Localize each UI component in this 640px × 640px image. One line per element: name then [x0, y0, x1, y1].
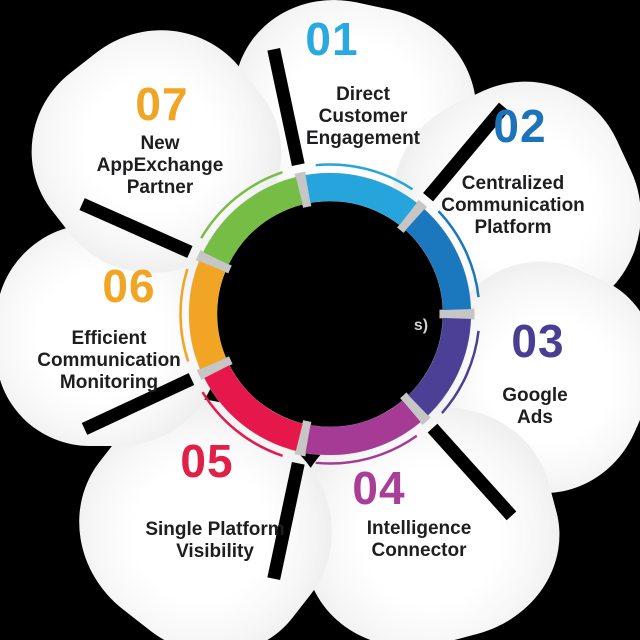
number-05: 05 — [180, 435, 234, 487]
number-01: 01 — [305, 13, 359, 65]
number-07: 07 — [135, 78, 189, 130]
ring-separator — [399, 392, 431, 426]
ring-outline-07 — [200, 171, 283, 239]
number-04: 04 — [352, 462, 406, 514]
number-02: 02 — [493, 100, 547, 152]
ring-outline-05 — [201, 391, 283, 457]
ring-outline-06 — [179, 268, 190, 362]
ring-segment-03 — [408, 317, 471, 416]
label-07: New AppExchange Partner — [96, 133, 224, 198]
label-03: Google Ads — [502, 385, 568, 428]
label-04: Intelligence Connector — [366, 518, 472, 561]
ring-separator — [294, 171, 312, 208]
ring-center-hole — [216, 200, 444, 428]
label-01: Direct Customer Engagement — [305, 84, 421, 149]
ring-segment-06 — [189, 261, 227, 370]
ring-outline-04 — [315, 434, 418, 465]
ring-separator — [195, 250, 232, 274]
ring-separator — [196, 356, 233, 381]
ring-segment-05 — [204, 364, 304, 451]
label-02: Centralized Communication Platform — [441, 173, 585, 238]
ring-segment-04 — [305, 400, 421, 455]
ring-outline-02 — [437, 210, 480, 298]
center-text-fragment: s) — [413, 317, 429, 334]
ring-separator — [396, 199, 428, 233]
number-03: 03 — [511, 315, 565, 367]
label-05: Single Platform Visibility — [145, 519, 285, 562]
label-06: Efficient Communication Monitoring — [37, 328, 181, 393]
ring-segment-01 — [305, 173, 417, 226]
ring-outline-01 — [315, 163, 414, 191]
ring-outline-03 — [441, 330, 480, 414]
number-06: 06 — [102, 260, 156, 312]
ring-separator — [294, 420, 312, 457]
ring-segment-07 — [203, 177, 304, 265]
ring-segment-02 — [405, 209, 471, 311]
